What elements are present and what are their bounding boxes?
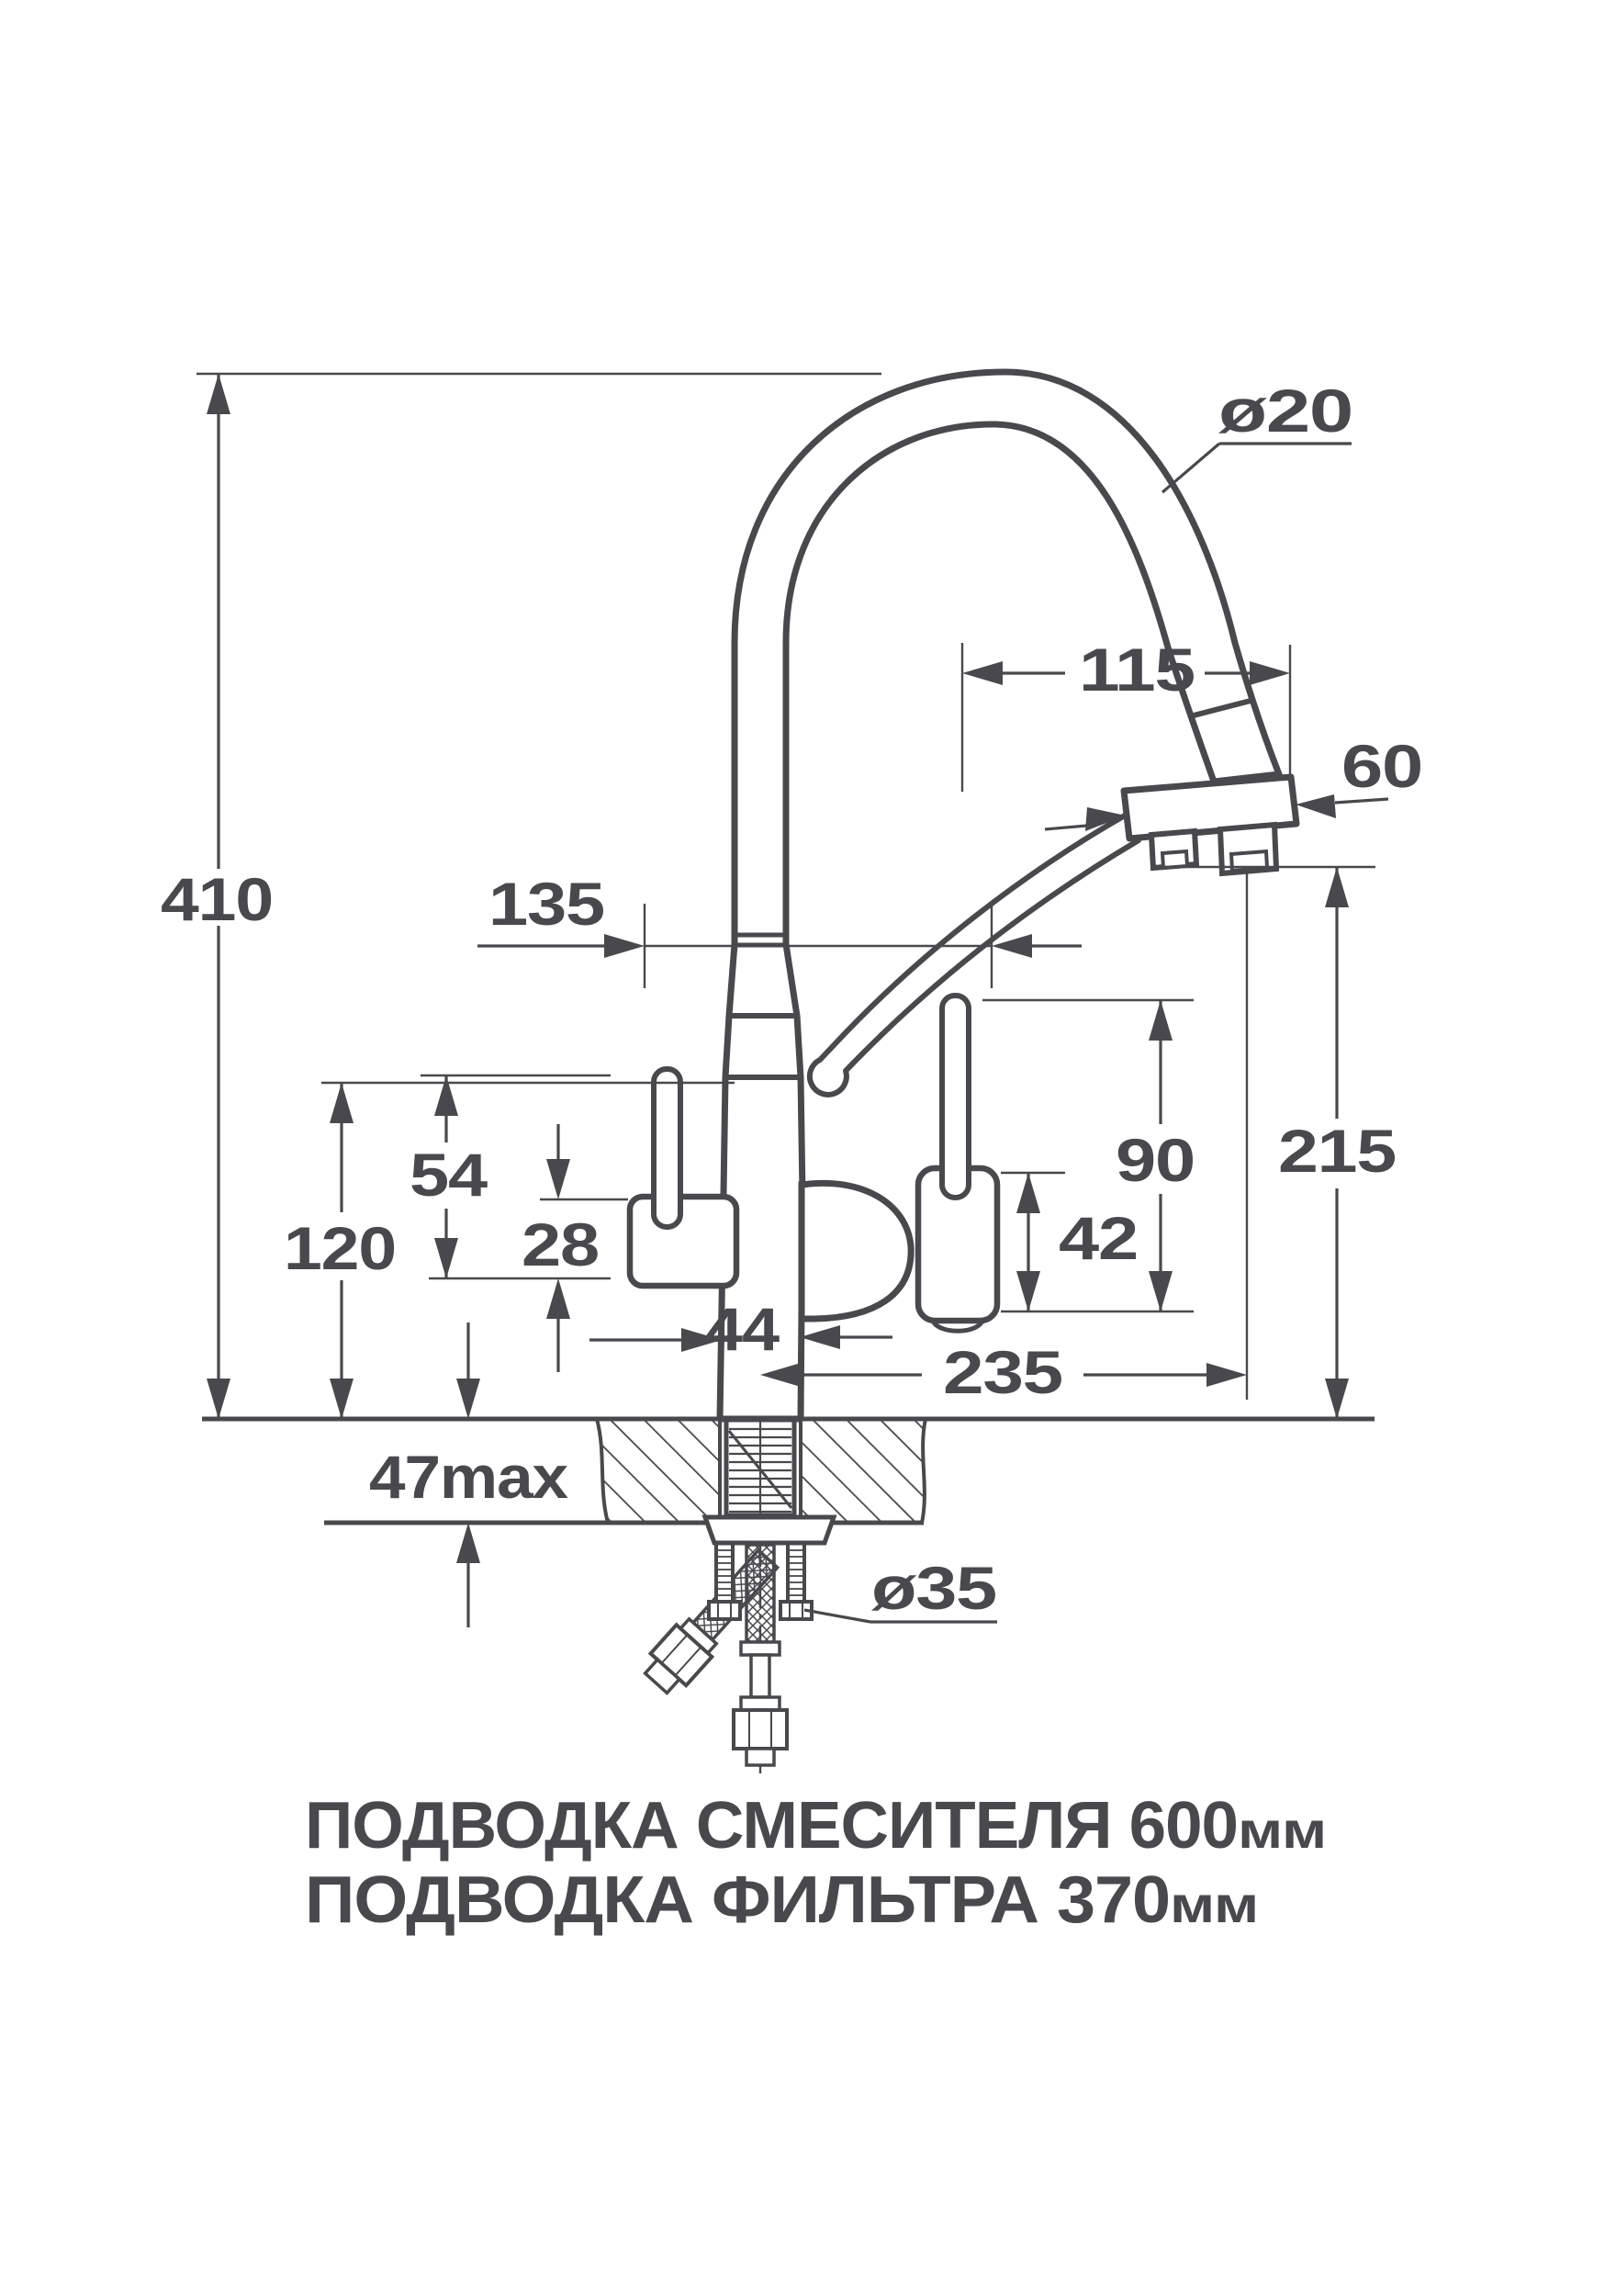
dim-47-arrow-up: [456, 1523, 480, 1563]
dim-135-arrow-right: [604, 934, 645, 958]
dim-left-valve-height: 28: [429, 1124, 628, 1372]
filter-wand-tube: [806, 809, 1141, 1097]
dim-115-label: 115: [1079, 636, 1195, 703]
dim-235-arrow-left: [760, 1363, 801, 1387]
dim-base-width: 44: [589, 1295, 892, 1363]
left-handle-lever: [651, 1066, 683, 1230]
mounting-washer-plate: [701, 1514, 837, 1546]
dim-left-handle-height: 54: [410, 1074, 611, 1278]
dim-body-span: 135: [477, 870, 1082, 988]
counter-hatch-left: [597, 1419, 720, 1523]
note-filter-supply: ПОДВОДКА ФИЛЬТРА 370мм: [305, 1863, 1258, 1937]
dim-120-arrow-down: [330, 1379, 354, 1419]
dim-28-arrow-up: [546, 1278, 570, 1319]
dim-215-label: 215: [1278, 1117, 1396, 1185]
dim-115-arrow-left: [962, 661, 1003, 685]
counter-hatch-right: [801, 1419, 926, 1523]
stud-right-threads: [789, 1549, 803, 1596]
right-valve-cap: [930, 1319, 985, 1334]
dim-dia20-leader: [1161, 442, 1221, 494]
dim-spout-diameter: ø20: [1161, 377, 1353, 494]
hose-straight: [732, 1543, 789, 1767]
stud-right-body: [786, 1541, 806, 1604]
dim-60-tail-right: [1334, 797, 1389, 805]
counter-break-edge-right: [920, 1418, 927, 1524]
hose-angled-nut-facet: [660, 1634, 689, 1664]
hose-straight-collar-bottom: [739, 1695, 781, 1712]
shank-break-line: [727, 1430, 793, 1509]
dim-44-arrow-right: [681, 1328, 722, 1352]
dim-120-arrow-up: [330, 1083, 354, 1123]
supply-notes: ПОДВОДКА СМЕСИТЕЛЯ 600мм ПОДВОДКА ФИЛЬТР…: [305, 1789, 1327, 1937]
hose-straight-cap: [745, 1747, 776, 1767]
dim-60-tail-left: [1044, 824, 1088, 831]
dim-135-arrow-left: [992, 934, 1032, 958]
threaded-shank: [724, 1417, 797, 1518]
dim-dia35-leader: [803, 1608, 871, 1624]
spout-tube-joint: [1193, 698, 1251, 718]
dim-90-arrow-up: [1149, 1000, 1173, 1041]
dim-right-handle-height: 90: [982, 998, 1195, 1313]
dim-215-arrow-up: [1325, 867, 1349, 907]
dim-deck-thickness: 47max: [369, 1322, 569, 1627]
dim-44-label: 44: [705, 1295, 780, 1363]
hose-straight-nut: [732, 1708, 789, 1750]
dim-215-arrow-down: [1325, 1379, 1349, 1419]
stud-left-threads: [717, 1549, 732, 1596]
stud-left-nut: [707, 1600, 742, 1621]
dim-47-arrow-down: [456, 1379, 480, 1419]
dim-60-arrow-left: [1296, 794, 1336, 818]
dim-90-label: 90: [1116, 1126, 1195, 1194]
dim-60-arrow-right: [1085, 807, 1126, 831]
dim-90-arrow-down: [1149, 1271, 1173, 1311]
dim-54-arrow-down: [434, 1238, 458, 1278]
under-counter-group: [643, 1417, 837, 1767]
counter-break-edge-left: [595, 1418, 610, 1524]
dim-47max-label: 47max: [369, 1443, 568, 1511]
dim-hole-diameter: ø35: [803, 1554, 997, 1624]
dim-54-label: 54: [410, 1141, 488, 1209]
dim-spout-reach: 235: [760, 867, 1249, 1406]
dim-head-length: 60: [1044, 732, 1423, 831]
spout-outline: [716, 368, 1283, 1423]
dim-dia35-label: ø35: [871, 1554, 996, 1622]
dim-42-arrow-up: [1016, 1173, 1040, 1213]
dim-60-label: 60: [1341, 732, 1422, 800]
dim-28-arrow-down: [546, 1159, 570, 1199]
dim-115-arrow-right: [1250, 661, 1290, 685]
dim-235-arrow-right: [1206, 1363, 1247, 1387]
dim-44-arrow-left: [800, 1325, 840, 1349]
hose-straight-tube: [749, 1653, 771, 1699]
hose-angled-cap: [643, 1657, 682, 1695]
dim-total-height: 410: [161, 372, 881, 1419]
dim-right-valve-height: 42: [1001, 1171, 1139, 1311]
faucet-outline-group: [626, 368, 1300, 1774]
right-handle-lever: [939, 993, 971, 1200]
dim-outlet-height: 215: [1153, 865, 1397, 1419]
spray-nozzle-outlet: [1160, 849, 1190, 871]
stud-left-body: [714, 1541, 735, 1604]
note-mixer-supply: ПОДВОДКА СМЕСИТЕЛЯ 600мм: [305, 1789, 1326, 1863]
dim-42-label: 42: [1059, 1204, 1138, 1272]
hose-straight-collar-top: [739, 1640, 781, 1657]
mixer-body-housing: [798, 1179, 915, 1322]
dim-410-label: 410: [161, 865, 273, 933]
dim-spout-offset: 115: [960, 636, 1292, 792]
dim-28-label: 28: [522, 1210, 599, 1278]
dim-54-arrow-up: [434, 1075, 458, 1116]
mounting-stud-right: [779, 1541, 814, 1621]
spout-head: [1120, 773, 1300, 842]
dim-left-height: 120: [284, 1081, 735, 1419]
hose-angled-nut-facet: [674, 1646, 702, 1677]
dim-410-arrow-down: [207, 1379, 230, 1419]
dim-135-label: 135: [488, 870, 604, 938]
dim-42-arrow-down: [1016, 1271, 1040, 1311]
dim-dia20-label: ø20: [1218, 377, 1352, 445]
dim-410-arrow-up: [207, 374, 230, 414]
dim-120-label: 120: [284, 1214, 396, 1282]
hose-straight-braid: [745, 1543, 776, 1644]
dim-235-label: 235: [943, 1338, 1062, 1406]
